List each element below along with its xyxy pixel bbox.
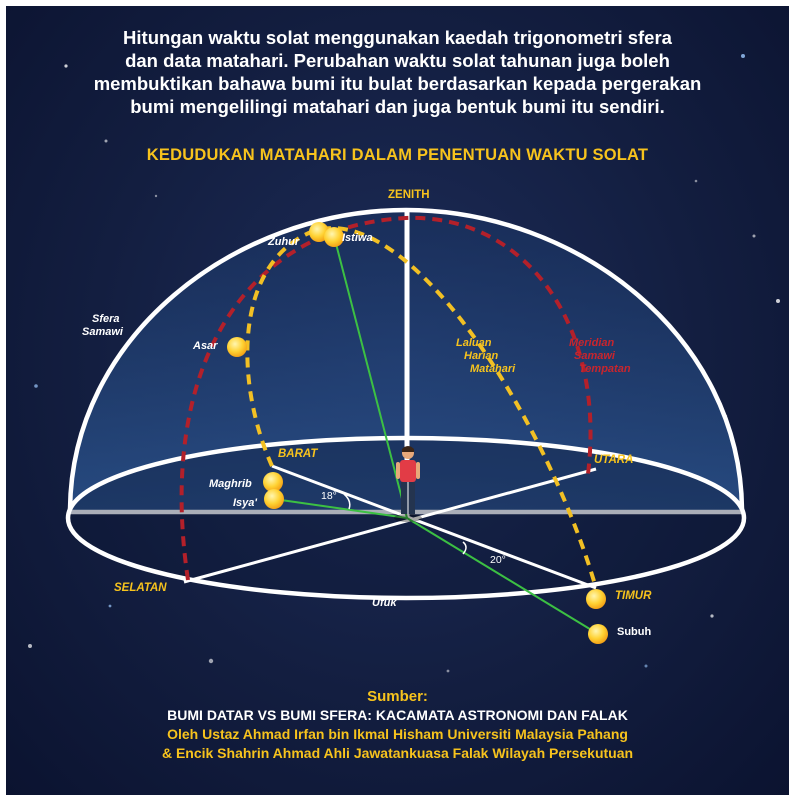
- star-icon: [776, 299, 780, 303]
- maghrib-label: Maghrib: [209, 478, 252, 490]
- istiwa-label: Istiwa: [342, 232, 373, 244]
- sight-line-isya: [273, 498, 408, 519]
- sun-icon: [324, 227, 344, 247]
- selatan-label: SELATAN: [114, 582, 167, 594]
- sun-icon: [588, 624, 608, 644]
- utara-label: UTARA: [594, 454, 634, 466]
- tempatan-label: Tempatan: [579, 363, 631, 375]
- ufuk-label: Ufuk: [372, 597, 397, 609]
- star-icon: [446, 669, 450, 673]
- star-icon: [208, 658, 214, 664]
- sight-line-istiwa: [333, 235, 408, 519]
- sfera-label: Sfera: [92, 313, 120, 325]
- star-icon: [710, 614, 714, 618]
- zenith-label: ZENITH: [388, 189, 430, 201]
- sun-icon: [227, 337, 247, 357]
- star-icon: [154, 194, 158, 198]
- south-north-line: [183, 467, 597, 584]
- poster: Hitungan waktu solat menggunakan kaedah …: [6, 6, 789, 795]
- star-icon: [741, 54, 745, 58]
- matahari-label: Matahari: [470, 363, 516, 375]
- sun-icon: [263, 472, 283, 492]
- observer-person-icon: [394, 446, 422, 522]
- source-book-title: BUMI DATAR VS BUMI SFERA: KACAMATA ASTRO…: [167, 707, 628, 723]
- intro-paragraph: Hitungan waktu solat menggunakan kaedah …: [46, 26, 749, 118]
- sun-icon: [586, 589, 606, 609]
- sun-icon: [264, 489, 284, 509]
- star-icon: [108, 604, 112, 608]
- meridian-samawi-label: Samawi: [574, 350, 615, 362]
- laluan-label: Laluan: [456, 337, 492, 349]
- timur-label: TIMUR: [615, 590, 652, 602]
- diagram-heading: KEDUDUKAN MATAHARI DALAM PENENTUAN WAKTU…: [146, 146, 649, 164]
- intro-line: membuktikan bahawa bumi itu bulat berdas…: [93, 73, 702, 94]
- angle-18-label: 18°: [321, 490, 337, 502]
- intro-line: dan data matahari. Perubahan waktu solat…: [125, 50, 670, 71]
- angle-arc-20: [462, 541, 467, 555]
- star-icon: [104, 139, 108, 143]
- asar-label: Asar: [193, 340, 218, 352]
- star-icon: [28, 644, 32, 648]
- sight-line-subuh: [406, 517, 599, 635]
- harian-label: Harian: [464, 350, 499, 362]
- source-author-1: Oleh Ustaz Ahmad Irfan bin Ikmal Hisham …: [167, 726, 628, 742]
- star-icon: [694, 179, 698, 183]
- intro-line: bumi mengelilingi matahari dan juga bent…: [130, 96, 665, 117]
- sky-diagram: [28, 54, 780, 673]
- angle-arc-18: [343, 493, 351, 510]
- sun-daily-path: [245, 226, 598, 589]
- star-icon: [752, 234, 756, 238]
- samawi-label: Samawi: [82, 326, 123, 338]
- star-icon: [644, 664, 648, 668]
- west-east-line: [271, 464, 597, 590]
- local-meridian: [179, 215, 593, 581]
- zuhur-label: Zuhur: [268, 236, 300, 248]
- star-icon: [34, 384, 38, 388]
- subuh-label: Subuh: [617, 626, 652, 638]
- source-title: Sumber:: [367, 688, 428, 705]
- intro-line: Hitungan waktu solat menggunakan kaedah …: [123, 27, 672, 48]
- star-icon: [64, 64, 68, 68]
- source-author-2: & Encik Shahrin Ahmad Ahli Jawatankuasa …: [161, 745, 634, 761]
- meridian-label: Meridian: [569, 337, 615, 349]
- angle-20-label: 20°: [490, 554, 506, 566]
- isya-label: Isya': [233, 497, 258, 509]
- barat-label: BARAT: [278, 448, 318, 460]
